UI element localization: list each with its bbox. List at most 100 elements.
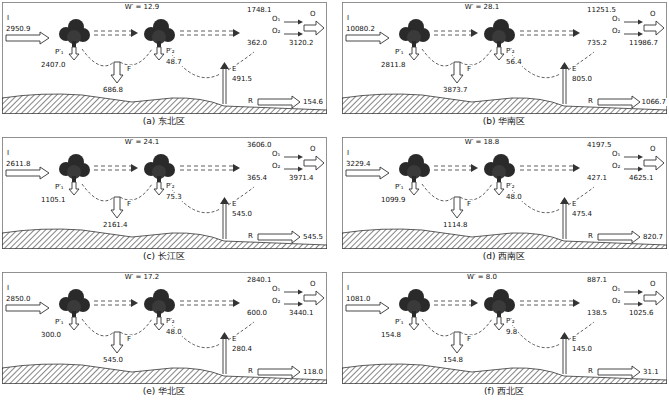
panel-caption: (f) 西北区	[483, 386, 525, 397]
flow-symbol: R	[587, 367, 594, 375]
flow-value: 491.5	[231, 75, 253, 83]
flow-symbol: F	[126, 335, 132, 343]
panel-caption: (c) 长江区	[142, 251, 186, 262]
flow-value: 735.2	[586, 39, 608, 47]
flow-value: 820.7	[642, 233, 664, 241]
flow-value: 887.1	[586, 276, 608, 284]
panel-caption: (e) 华北区	[142, 386, 186, 397]
flow-symbol: R	[247, 97, 254, 105]
flow-symbol: I	[6, 284, 10, 292]
flow-value: 1025.6	[628, 309, 655, 317]
flow-symbol: O	[309, 280, 317, 288]
flow-symbol: F	[466, 200, 472, 208]
flow-symbol: O₁	[271, 285, 281, 293]
flow-symbol: O	[649, 10, 657, 18]
panel-caption: (a) 东北区	[142, 116, 186, 127]
flow-value: 2611.8	[5, 160, 32, 168]
flow-symbol: P′₂	[505, 182, 516, 190]
flow-value: 48.0	[165, 328, 183, 336]
flow-symbol: O₂	[611, 27, 621, 35]
flow-symbol: F	[126, 65, 132, 73]
flow-value: 1748.1	[246, 6, 273, 14]
flow-value: 2407.0	[40, 61, 67, 69]
flow-value: 31.1	[642, 368, 660, 376]
flow-symbol: P′₁	[54, 48, 65, 56]
water-cycle-panel	[2, 273, 327, 385]
flow-symbol: P′₂	[165, 317, 176, 325]
flow-symbol: P′₂	[505, 317, 516, 325]
flow-value: 600.0	[246, 309, 268, 317]
flow-symbol: O₂	[271, 27, 281, 35]
panel-caption: (d) 西南区	[482, 251, 527, 262]
flow-symbol: O₂	[611, 162, 621, 170]
flow-symbol: R	[247, 367, 254, 375]
flow-value: 154.8	[442, 356, 464, 364]
flow-symbol: E	[571, 200, 577, 208]
flow-symbol: F	[466, 335, 472, 343]
flow-value: 805.0	[571, 75, 593, 83]
storage-label: W′ = 18.8	[464, 138, 500, 146]
flow-value: 138.5	[586, 309, 608, 317]
flow-value: 3120.2	[288, 39, 315, 47]
flow-value: 545.0	[102, 356, 124, 364]
flow-symbol: P′₁	[394, 183, 405, 191]
flow-value: 9.8	[505, 328, 518, 336]
flow-value: 1099.9	[380, 196, 407, 204]
flow-symbol: I	[346, 149, 350, 157]
flow-value: 1066.7	[641, 98, 668, 106]
flow-value: 545.0	[231, 210, 253, 218]
flow-value: 154.8	[380, 331, 402, 339]
water-cycle-panel	[342, 3, 667, 115]
flow-value: 48.7	[165, 58, 183, 66]
flow-symbol: O	[649, 280, 657, 288]
flow-value: 3971.4	[288, 174, 315, 182]
flow-symbol: R	[587, 97, 594, 105]
flow-symbol: O	[309, 145, 317, 153]
flow-value: 11251.5	[586, 6, 617, 14]
flow-symbol: O₁	[611, 285, 621, 293]
flow-value: 3873.7	[442, 86, 469, 94]
flow-value: 154.6	[302, 98, 324, 106]
flow-value: 56.4	[505, 58, 523, 66]
water-cycle-panel	[342, 138, 667, 250]
flow-value: 362.0	[246, 39, 268, 47]
flow-symbol: I	[6, 149, 10, 157]
storage-label: W′ = 17.2	[124, 273, 160, 281]
flow-value: 2840.1	[246, 276, 273, 284]
water-cycle-panel	[2, 3, 327, 115]
flow-symbol: R	[247, 232, 254, 240]
flow-symbol: O₂	[271, 297, 281, 305]
flow-value: 145.0	[571, 345, 593, 353]
flow-value: 1105.1	[40, 196, 67, 204]
flow-symbol: P′₁	[54, 318, 65, 326]
flow-symbol: O	[649, 145, 657, 153]
storage-label: W′ = 24.1	[124, 138, 160, 146]
flow-symbol: P′₂	[505, 47, 516, 55]
panel-caption: (b) 华南区	[482, 116, 527, 127]
flow-value: 427.1	[586, 174, 608, 182]
flow-value: 365.4	[246, 174, 268, 182]
flow-symbol: O₁	[271, 150, 281, 158]
flow-symbol: E	[231, 200, 237, 208]
flow-symbol: I	[346, 14, 350, 22]
flow-value: 11986.7	[628, 39, 659, 47]
flow-value: 10080.2	[345, 25, 376, 33]
flow-symbol: I	[6, 14, 10, 22]
flow-symbol: P′₁	[394, 48, 405, 56]
flow-symbol: F	[126, 200, 132, 208]
flow-value: 686.8	[102, 86, 124, 94]
flow-value: 4625.1	[628, 174, 655, 182]
flow-value: 1114.8	[442, 221, 469, 229]
flow-symbol: E	[231, 65, 237, 73]
flow-symbol: P′₁	[54, 183, 65, 191]
flow-value: 118.0	[302, 368, 324, 376]
flow-value: 2811.8	[380, 61, 407, 69]
flow-value: 4197.5	[586, 141, 613, 149]
flow-symbol: E	[571, 335, 577, 343]
flow-value: 48.0	[505, 193, 523, 201]
flow-value: 2161.4	[102, 221, 129, 229]
flow-symbol: R	[587, 232, 594, 240]
flow-symbol: O₂	[611, 297, 621, 305]
flow-value: 75.3	[165, 193, 183, 201]
